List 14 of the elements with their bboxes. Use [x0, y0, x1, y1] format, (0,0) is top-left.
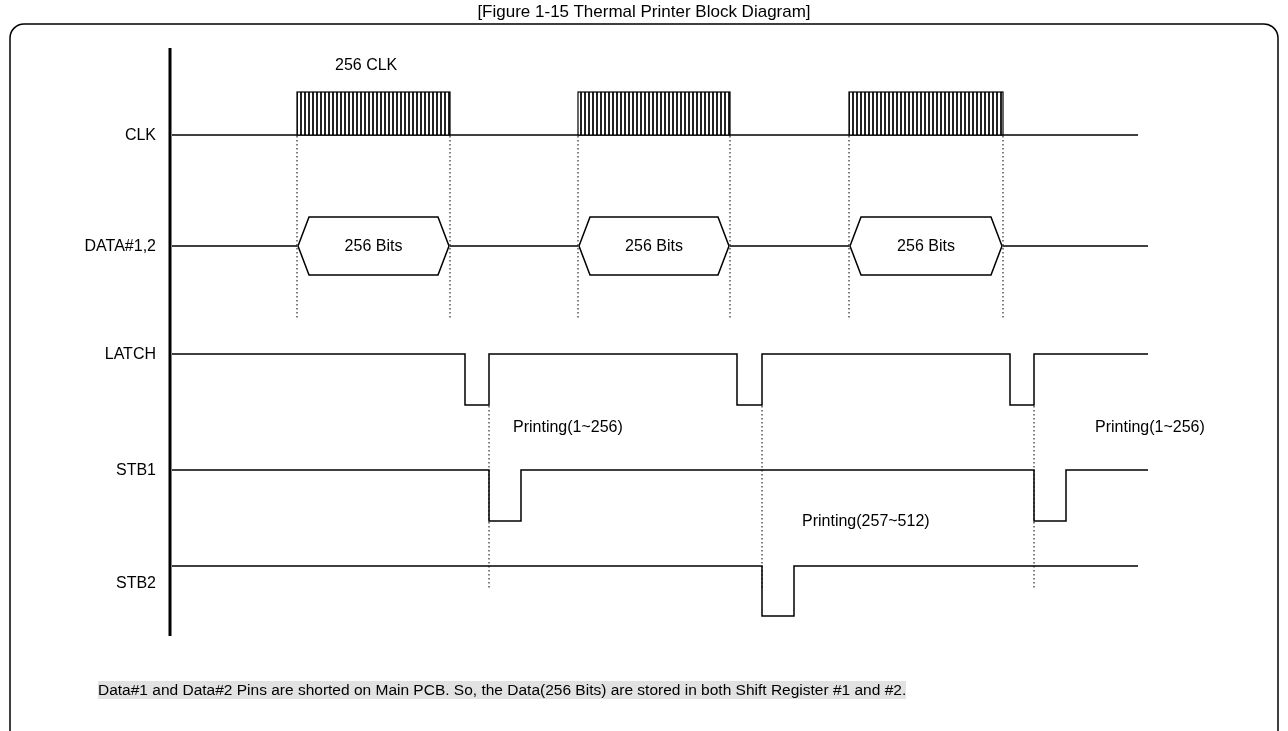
bus-value: 256 Bits: [896, 237, 956, 255]
phase-note: Printing(257~512): [802, 512, 930, 530]
signal-name: CLK: [123, 126, 156, 144]
figure-title: [Figure 1-15 Thermal Printer Block Diagram]: [476, 3, 812, 21]
phase-note: Printing(1~256): [1095, 418, 1205, 436]
signal-name: STB1: [115, 461, 156, 479]
bus-value: 256 Bits: [343, 237, 404, 255]
clock-count: 256 CLK: [335, 56, 398, 74]
signal-name: STB2: [115, 574, 156, 592]
footnote: Data#1 and Data#2 Pins are shorted on Main PCB. So, the Data(256 Bits) are stored in both Shift Register #1 and #2.: [98, 681, 907, 699]
bus-value: 256 Bits: [624, 237, 684, 255]
signal-name: DATA#1,2: [83, 237, 156, 255]
signal-name: LATCH: [103, 345, 156, 363]
phase-note: Printing(1~256): [513, 418, 623, 436]
